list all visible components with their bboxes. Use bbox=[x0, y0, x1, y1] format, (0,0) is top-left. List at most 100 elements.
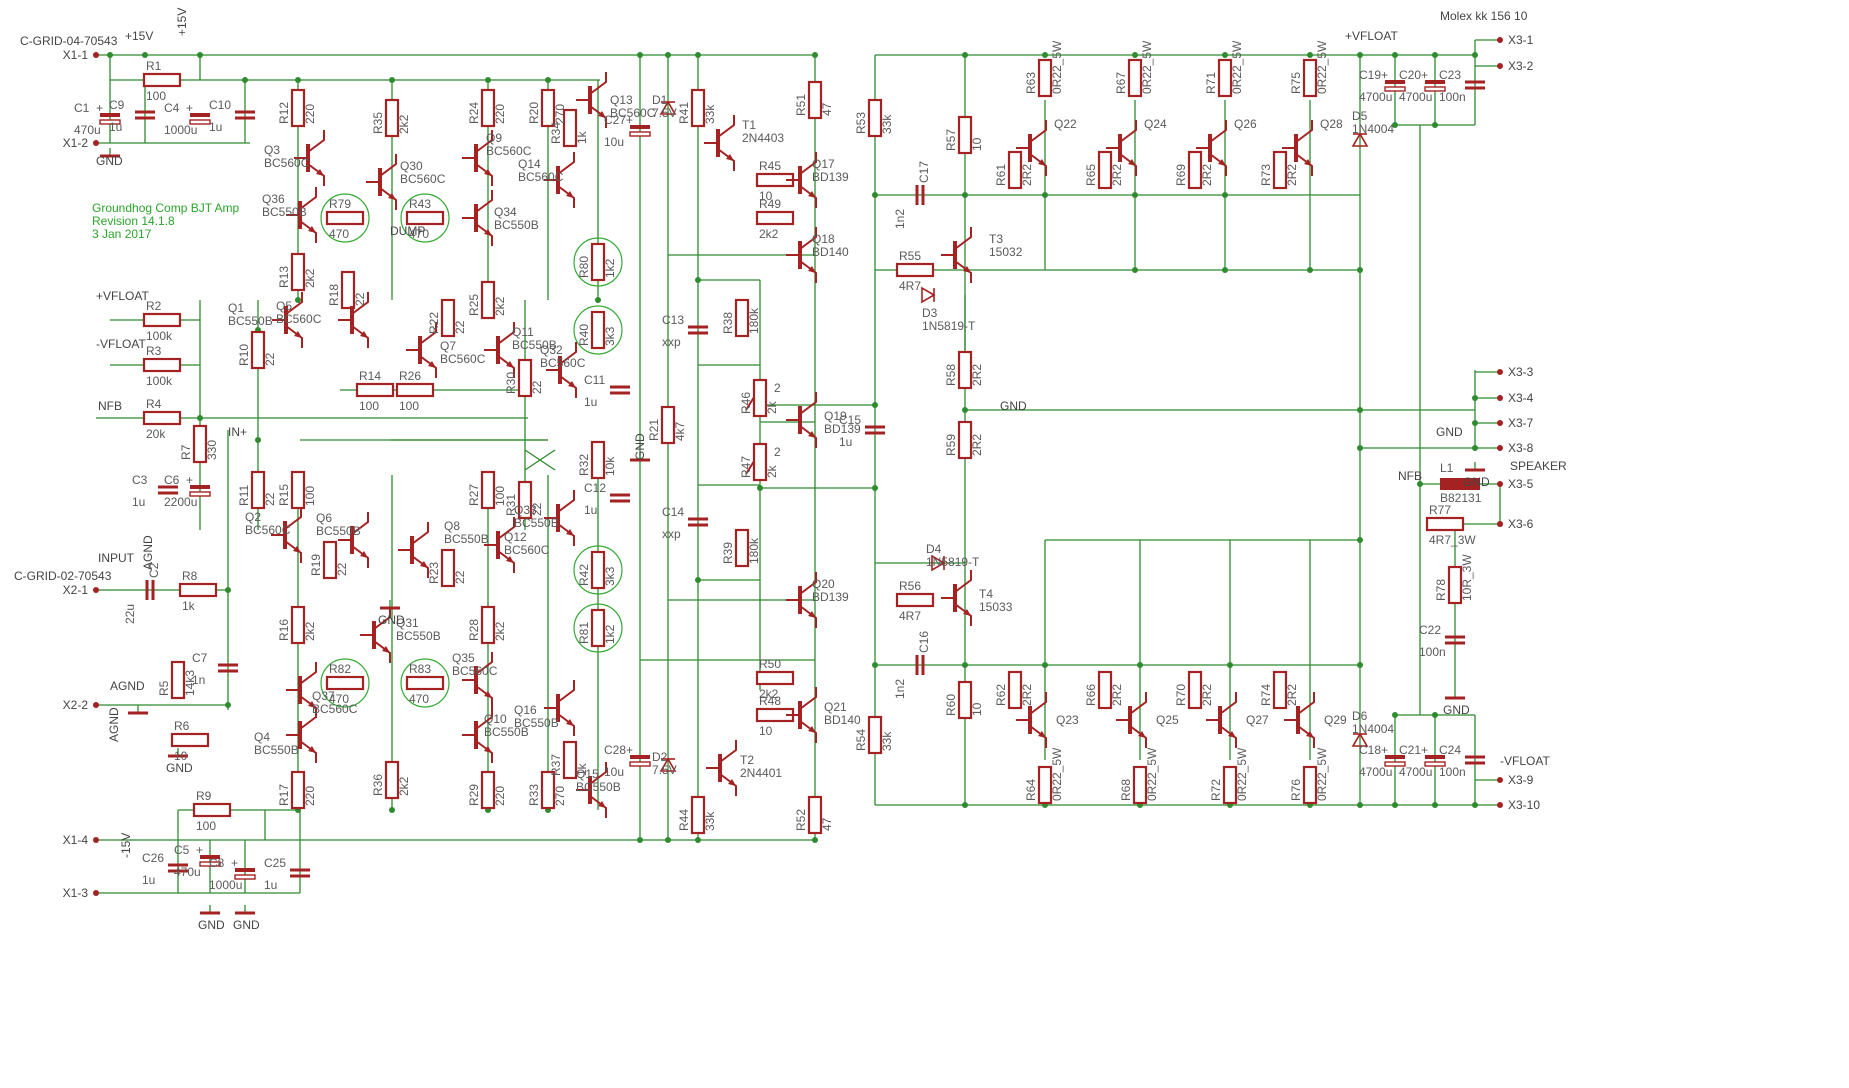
transistor-arrow bbox=[566, 529, 574, 536]
transistor-ref: Q35 bbox=[452, 651, 475, 665]
cap-plate bbox=[100, 113, 120, 117]
resistor-value: 22 bbox=[530, 380, 544, 394]
resistor-body bbox=[755, 670, 795, 686]
gnd-label: GND bbox=[233, 918, 260, 932]
resistor-value: 2k2 bbox=[759, 227, 779, 241]
transistor-type: BC550B bbox=[444, 532, 489, 546]
diode-value: 7.5V bbox=[652, 106, 677, 120]
resistor-r83 bbox=[400, 658, 450, 708]
transistor-arrow bbox=[1128, 159, 1136, 166]
resistor-body bbox=[325, 210, 365, 226]
net-label: -15V bbox=[119, 833, 133, 858]
resistor-body bbox=[690, 795, 706, 835]
resistor-r65 bbox=[1097, 150, 1113, 190]
transistor-arrow bbox=[420, 561, 428, 568]
resistor-body bbox=[1007, 670, 1023, 710]
transistor-collector bbox=[1029, 692, 1047, 715]
resistor-value: 2R2 bbox=[970, 364, 984, 386]
resistor-ref: R4 bbox=[146, 397, 162, 411]
capacitor-c9 bbox=[135, 110, 155, 120]
resistor-r19 bbox=[322, 540, 338, 580]
cap-plate bbox=[1425, 755, 1445, 759]
resistor-body bbox=[590, 608, 606, 648]
transistor-arrow bbox=[1304, 159, 1312, 166]
resistor-ref: R48 bbox=[759, 694, 781, 708]
resistor-ref: R78 bbox=[1434, 579, 1448, 601]
resistor-body bbox=[192, 802, 232, 818]
junction-dot bbox=[1357, 802, 1363, 808]
transistor-t1 bbox=[704, 115, 735, 171]
resistor-value: 1k2 bbox=[603, 624, 617, 644]
transistor-q5 bbox=[272, 292, 303, 348]
resistor-value: 14k3 bbox=[183, 670, 197, 696]
transistor-arrow bbox=[360, 551, 368, 558]
resistor-ref: R55 bbox=[899, 249, 921, 263]
resistor-ref: R36 bbox=[371, 774, 385, 796]
resistor-ref: R53 bbox=[854, 112, 868, 134]
net-label: +VFLOAT bbox=[1345, 29, 1398, 43]
connector-note: Molex kk 156 10 bbox=[1440, 9, 1528, 23]
capacitor-value: 4700u bbox=[1399, 90, 1432, 104]
resistor-body bbox=[590, 440, 606, 480]
junction-dot bbox=[1137, 662, 1143, 668]
junction-dot bbox=[142, 52, 148, 58]
junction-dot bbox=[1472, 802, 1478, 808]
net-label: AGND bbox=[141, 535, 155, 570]
resistor-value: 1k bbox=[575, 762, 589, 776]
transistor-ref: Q21 bbox=[824, 700, 847, 714]
resistor-ref: R28 bbox=[467, 619, 481, 641]
diode-body bbox=[921, 286, 936, 304]
resistor-ref: R54 bbox=[854, 729, 868, 751]
resistor-ref: R20 bbox=[527, 102, 541, 124]
resistor-body bbox=[755, 210, 795, 226]
resistor-body bbox=[142, 410, 182, 426]
transistor-collector bbox=[559, 342, 577, 365]
transistor-collector bbox=[557, 680, 575, 703]
capacitor-value: 1u bbox=[584, 395, 597, 409]
cap-plate bbox=[235, 868, 255, 872]
transistor-arrow bbox=[598, 111, 606, 118]
resistor-value: 3k3 bbox=[603, 566, 617, 586]
transistor-type: BC560C bbox=[440, 352, 486, 366]
diode-d2 bbox=[659, 757, 677, 772]
resistor-value: 10 bbox=[759, 724, 773, 738]
connector-pin bbox=[1497, 802, 1503, 808]
resistor-r32 bbox=[590, 440, 606, 480]
highlight-ring bbox=[573, 603, 623, 653]
resistor-body bbox=[517, 480, 533, 520]
diode-d5 bbox=[1351, 132, 1369, 147]
junction-dot bbox=[389, 77, 395, 83]
resistor-body bbox=[752, 442, 768, 482]
resistor-value: 2R2 bbox=[1110, 684, 1124, 706]
transistor-type: BC550B bbox=[316, 524, 361, 538]
resistor-value: 22 bbox=[263, 352, 277, 366]
resistor-value: 0R22_5W bbox=[1315, 747, 1329, 801]
resistor-r60 bbox=[957, 680, 973, 720]
resistor-r34 bbox=[562, 108, 578, 148]
capacitor-value: 1u bbox=[264, 878, 277, 892]
transistor-ref: Q36 bbox=[262, 192, 285, 206]
capacitor-c15 bbox=[865, 425, 885, 435]
capacitor-ref: C5 bbox=[174, 843, 190, 857]
transistor-type: BC550B bbox=[494, 218, 539, 232]
connector-pin bbox=[1497, 481, 1503, 487]
transistor-arrow bbox=[484, 169, 492, 176]
pin-label: X3-7 bbox=[1508, 416, 1534, 430]
resistor-body bbox=[1272, 670, 1288, 710]
cap-plate bbox=[190, 485, 210, 489]
diode-body bbox=[659, 757, 677, 772]
capacitor-ref: C14 bbox=[662, 505, 684, 519]
resistor-body bbox=[395, 382, 435, 398]
resistor-r56 bbox=[895, 592, 935, 608]
junction-dot bbox=[1392, 802, 1398, 808]
capacitor-c21 bbox=[1424, 755, 1446, 767]
transistor-q35 bbox=[462, 652, 493, 708]
resistor-ref: R67 bbox=[1114, 72, 1128, 94]
cap-plate bbox=[1385, 80, 1405, 84]
resistor-r58 bbox=[957, 350, 973, 390]
capacitor-c27 bbox=[629, 125, 651, 137]
connector-pin bbox=[1497, 420, 1503, 426]
junction-dot bbox=[665, 52, 671, 58]
resistor-ref: R41 bbox=[677, 102, 691, 124]
resistor-value: 33k bbox=[880, 114, 894, 134]
